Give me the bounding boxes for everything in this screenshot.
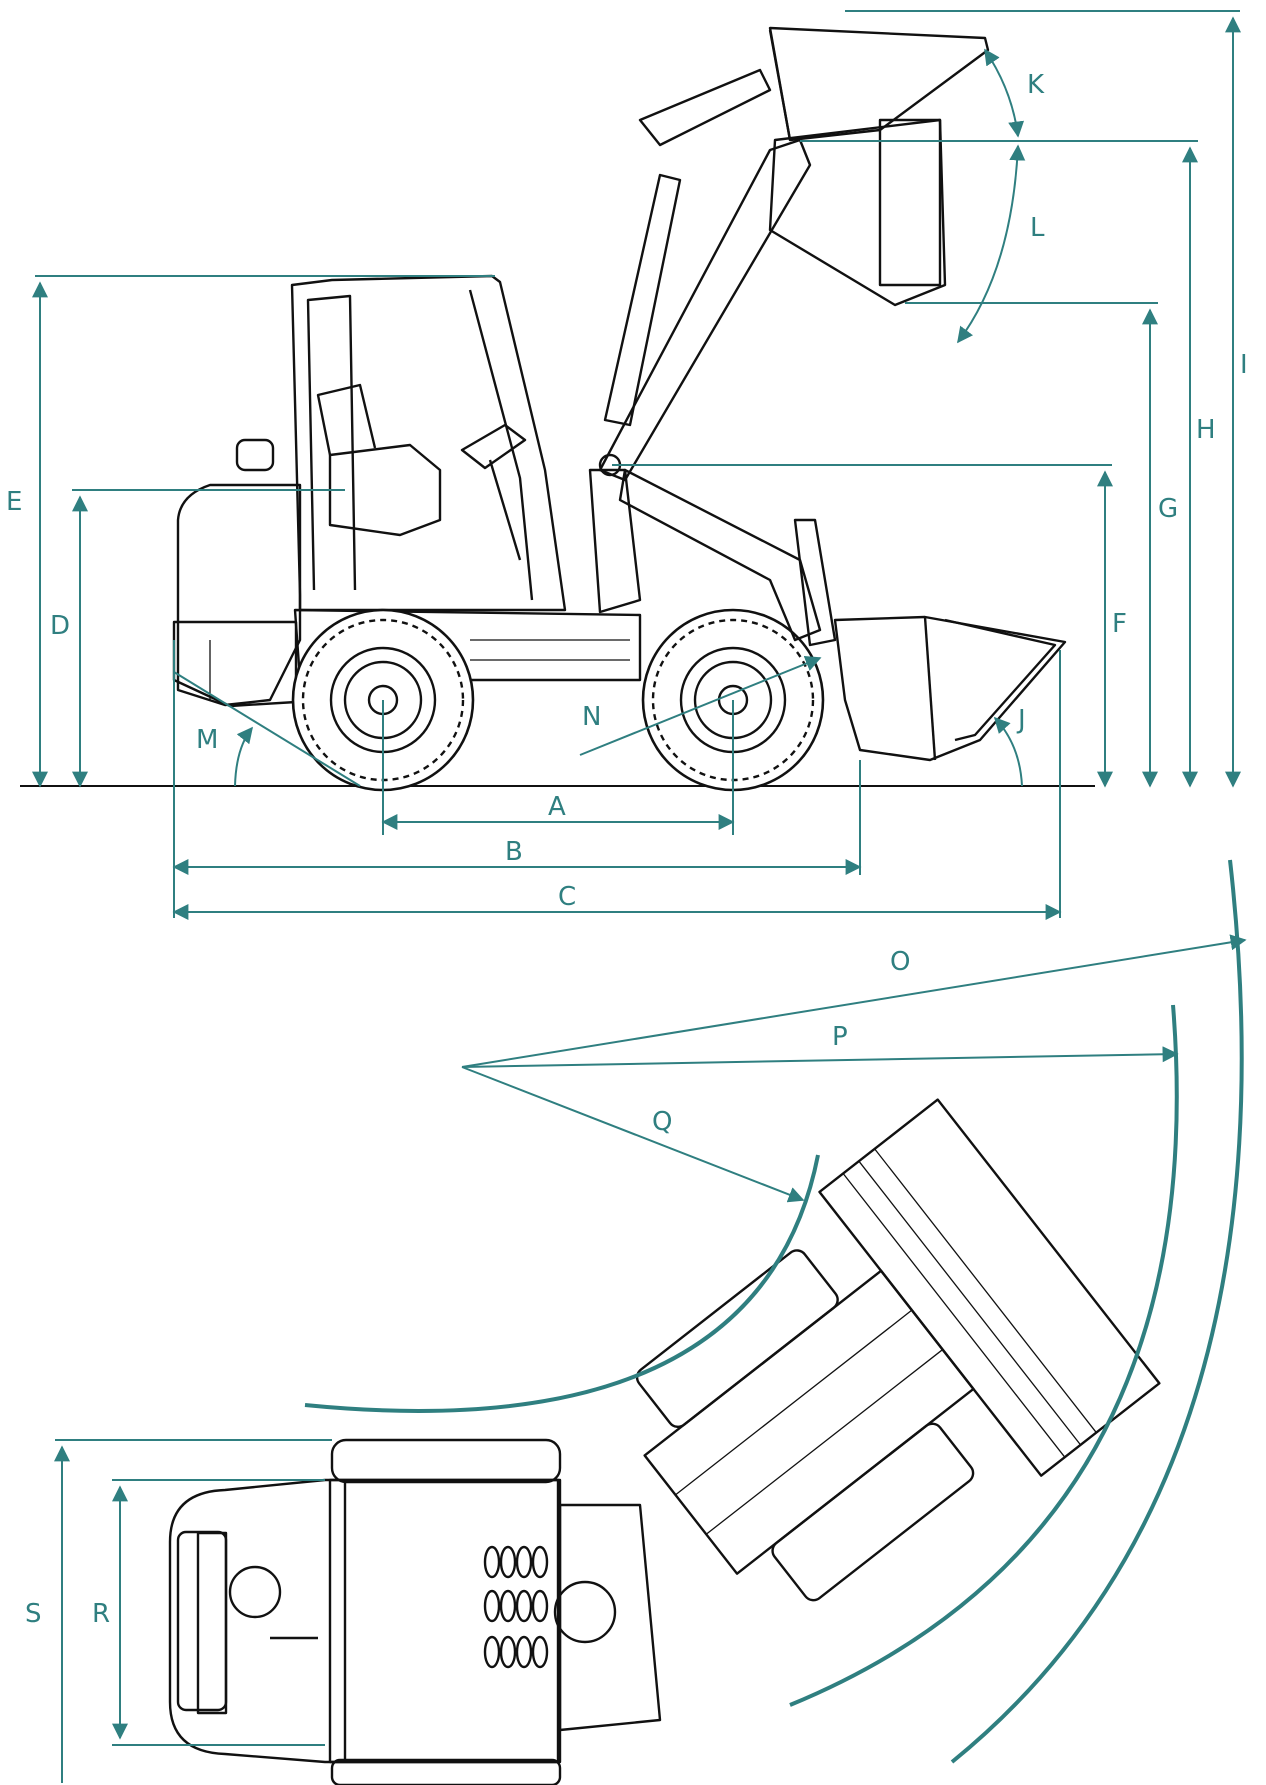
dim-M-arc [234,726,253,787]
steering-wheel [460,423,527,470]
top-view [168,1098,1161,1785]
dim-P-line [461,1046,1179,1068]
label-C: C [558,882,576,912]
top-dimensions: O P Q S R [25,859,1247,1783]
label-G: G [1158,494,1178,524]
raised-bucket-side [768,118,947,307]
lift-cylinder [603,173,682,427]
dim-O-line [461,934,1247,1068]
front-frame-top [635,1098,1161,1602]
dim-J-arc [993,716,1023,787]
dim-Q-line [461,1066,805,1203]
dim-N-line [579,655,822,756]
front-frame [588,468,642,614]
dim-L-arc [957,144,1026,344]
dim-K-arc [984,48,1025,138]
label-B: B [505,837,523,867]
label-E: E [6,487,22,517]
bucket-top [818,1098,1161,1477]
cab-top [328,1478,560,1764]
label-L: L [1030,213,1045,243]
label-O: O [890,947,910,977]
label-R: R [92,1599,110,1629]
label-J: J [1016,705,1026,735]
arc-O [950,859,1244,1764]
articulation-joint [553,1580,617,1644]
rear-tire-top-left [330,1438,562,1484]
label-I: I [1240,350,1248,380]
arc-P [789,1004,1179,1707]
label-M: M [196,725,218,755]
rear-frame-top [168,1478,562,1764]
rear-tire-top-right [330,1758,562,1785]
label-D: D [50,611,70,641]
fuel-cap-top [228,1565,282,1619]
operator-seat [328,443,442,537]
label-N: N [582,702,601,732]
label-H: H [1196,415,1216,445]
label-Q: Q [652,1107,672,1137]
label-K: K [1027,70,1045,100]
cab-frame [290,274,567,612]
label-F: F [1112,609,1127,639]
engine-cover-top [176,1530,228,1712]
lift-arm [598,138,812,482]
chassis [293,608,642,682]
arc-Q [304,1154,820,1413]
label-S: S [25,1599,42,1629]
side-dimensions: A B C E D M N J F G [6,10,1248,920]
label-A: A [548,792,566,822]
label-P: P [832,1022,848,1052]
fuel-cap [235,438,275,472]
vent-holes [483,1545,549,1669]
rear-body [176,483,302,707]
tilt-link [638,68,772,147]
